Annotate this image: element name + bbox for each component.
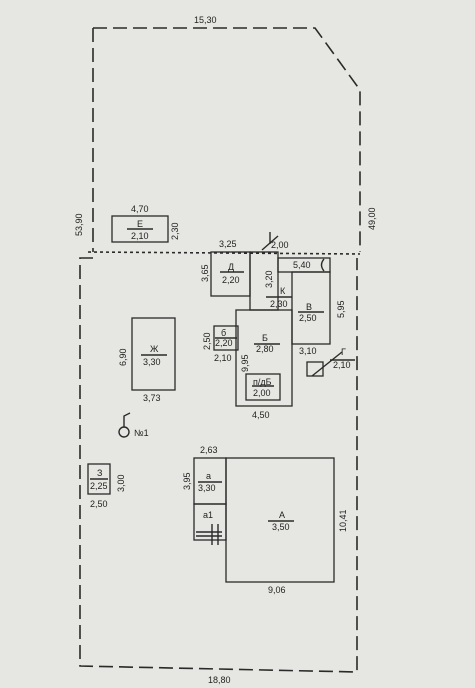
site-top-width: 15,30 — [194, 15, 217, 25]
building-k: 2,00 3,20 К 2,30 — [249, 232, 292, 311]
building-g-sub: 2,10 — [333, 360, 351, 370]
building-pdb-letter: п/дБ — [253, 377, 272, 387]
site-boundary — [79, 27, 361, 673]
building-v-letter: В — [306, 302, 312, 312]
building-v-sub: 2,50 — [299, 313, 317, 323]
building-b-main-sub: 2,80 — [256, 344, 274, 354]
building-v-height: 5,95 — [336, 300, 346, 318]
building-k-height: 3,20 — [264, 270, 274, 288]
building-b-small-height: 2,50 — [202, 332, 212, 350]
building-b-main-height: 9,95 — [240, 354, 250, 372]
building-v: 5,40 5,95 В 2,50 3,10 — [277, 257, 346, 356]
building-a-main-letter: А — [279, 510, 285, 520]
building-k-width: 2,00 — [271, 240, 289, 250]
building-d-letter: Д — [228, 262, 234, 272]
building-g-letter: Г — [341, 347, 346, 357]
building-b-main-width: 4,50 — [252, 410, 270, 420]
building-z-sub: 2,25 — [90, 481, 108, 491]
building-e: 4,70 Е 2,10 2,30 — [111, 204, 180, 243]
building-zh: Ж 3,30 6,90 3,73 — [118, 317, 176, 403]
building-b-small-letter: б — [221, 328, 226, 338]
building-a-small-height: 3,95 — [182, 472, 192, 490]
building-v-bottom: 3,10 — [299, 346, 317, 356]
site-left-length: 53,90 — [74, 213, 84, 236]
well: №1 — [118, 412, 149, 438]
well-label: №1 — [134, 428, 149, 438]
building-b-small-bottom: 2,10 — [214, 353, 232, 363]
building-k-letter: К — [280, 286, 286, 296]
building-e-height: 2,30 — [170, 222, 180, 240]
building-e-sub: 2,10 — [131, 231, 149, 241]
building-z-width: 2,50 — [90, 499, 108, 509]
building-d-width: 3,25 — [219, 239, 237, 249]
building-a-main-height: 10,41 — [338, 509, 348, 532]
building-z-height: 3,00 — [116, 474, 126, 492]
building-b-main-letter: Б — [262, 333, 268, 343]
building-d: 3,25 3,65 Д 2,20 — [200, 239, 251, 297]
building-k-sub: 2,30 — [270, 299, 288, 309]
building-a-small-sub: 3,30 — [198, 483, 216, 493]
building-zh-height: 6,90 — [118, 348, 128, 366]
site-bottom-width: 18,80 — [208, 675, 231, 685]
building-pdb: п/дБ 2,00 — [245, 373, 281, 401]
building-a-small-width: 2,63 — [200, 445, 218, 455]
building-v-width: 5,40 — [293, 260, 311, 270]
building-z: З 2,25 3,00 2,50 — [87, 463, 126, 509]
building-d-sub: 2,20 — [222, 275, 240, 285]
site-right-length: 49,00 — [367, 207, 377, 230]
building-a-main: А 3,50 9,06 10,41 — [225, 457, 348, 595]
building-a-small: а 3,30 3,95 2,63 — [182, 445, 227, 505]
building-z-letter: З — [97, 468, 102, 478]
building-pdb-sub: 2,00 — [253, 388, 271, 398]
building-a1-letter: а1 — [203, 510, 213, 520]
building-g: Г 2,10 — [306, 347, 355, 377]
building-b-small: б 2,20 2,50 2,10 — [202, 325, 239, 363]
building-a1: а1 — [193, 503, 227, 545]
building-e-letter: Е — [137, 219, 143, 229]
building-e-width: 4,70 — [131, 204, 149, 214]
building-b-small-sub: 2,20 — [215, 338, 233, 348]
building-zh-letter: Ж — [150, 344, 159, 354]
building-a-main-sub: 3,50 — [272, 522, 290, 532]
building-d-height: 3,65 — [200, 264, 210, 282]
building-zh-width: 3,73 — [143, 393, 161, 403]
building-a-main-width: 9,06 — [268, 585, 286, 595]
building-zh-sub: 3,30 — [143, 357, 161, 367]
building-b-main: Б 2,80 9,95 4,50 — [235, 309, 293, 420]
building-a-small-letter: а — [206, 471, 211, 481]
